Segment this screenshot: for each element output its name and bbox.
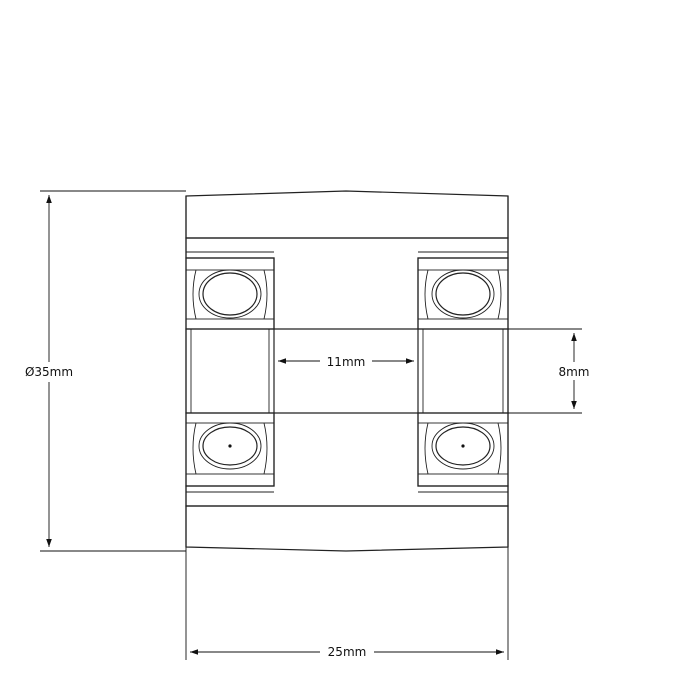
dimension-bore-label: 8mm [558, 365, 589, 379]
hub-body [185, 237, 509, 507]
dimension-spacer-length: 11mm [278, 352, 414, 370]
bearing-right [417, 257, 509, 487]
dimension-bore: 8mm [508, 328, 596, 414]
spacer-tube [273, 328, 419, 414]
ball-bottom-left [202, 426, 258, 466]
tyre-shell [185, 190, 509, 552]
ball-bottom-right [435, 426, 491, 466]
ball-top-right [435, 272, 491, 316]
ball-top-left [202, 272, 258, 316]
bearing-left [185, 257, 275, 487]
dimension-width-label: 25mm [328, 645, 367, 659]
dimension-width: 25mm [185, 547, 509, 662]
dimension-outer-diameter-label: Ø35mm [25, 365, 73, 379]
dimension-spacer-length-label: 11mm [327, 355, 366, 369]
dimension-outer-diameter: Ø35mm [16, 190, 186, 552]
